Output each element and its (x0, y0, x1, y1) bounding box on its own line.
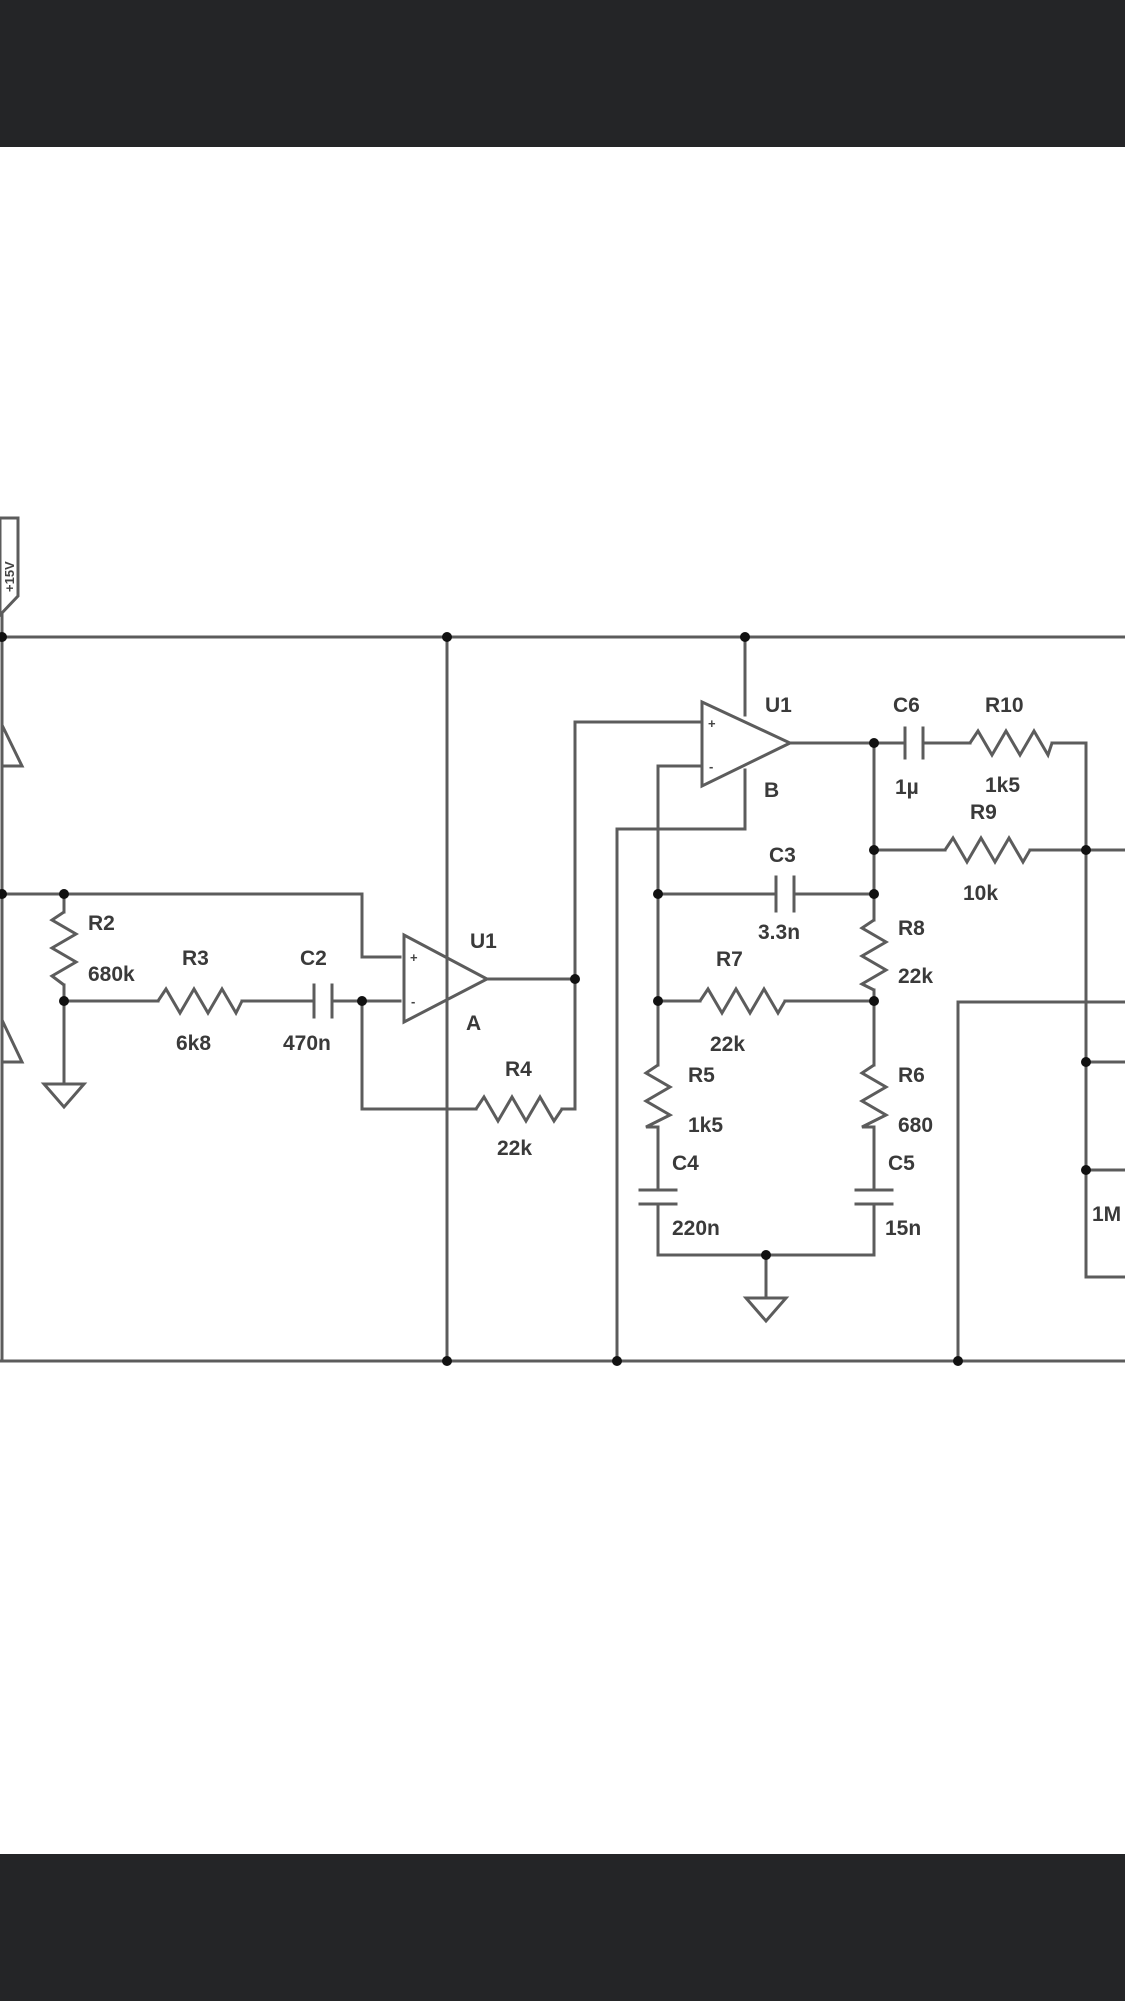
c3-ref: C3 (769, 844, 796, 867)
u1a-opamp-icon: + - (402, 932, 491, 1025)
r10-value: 1k5 (985, 774, 1020, 797)
c3-capacitor-icon (774, 875, 796, 913)
c4-capacitor-icon (638, 1188, 678, 1206)
r2-ref: R2 (88, 912, 115, 935)
svg-text:+15V: +15V (2, 561, 17, 592)
r9-value: 10k (963, 882, 998, 905)
r7-resistor-icon (698, 986, 787, 1016)
ground-icon-filter (742, 1296, 790, 1324)
r3-value: 6k8 (176, 1032, 211, 1055)
c2-value: 470n (283, 1032, 331, 1055)
r4-resistor-icon (474, 1094, 564, 1124)
partial-value-label: 1M (1092, 1203, 1121, 1226)
c4-ref: C4 (672, 1152, 699, 1175)
r10-ref: R10 (985, 694, 1024, 717)
r6-ref: R6 (898, 1064, 925, 1087)
c2-capacitor-icon (312, 983, 334, 1019)
c6-capacitor-icon (903, 726, 925, 760)
c3-value: 3.3n (758, 921, 800, 944)
r8-value: 22k (898, 965, 933, 988)
supply-flag: +15V (0, 516, 20, 618)
r6-value: 680 (898, 1114, 933, 1137)
ground-icon (40, 1082, 88, 1110)
r2-value: 680k (88, 963, 135, 986)
wires (0, 613, 1125, 1363)
u1b-opamp-icon: + - (700, 699, 794, 789)
r3-ref: R3 (182, 947, 209, 970)
r8-ref: R8 (898, 917, 925, 940)
junction-dots (0, 632, 1091, 1366)
r2-resistor-icon (49, 910, 79, 987)
r5-value: 1k5 (688, 1114, 723, 1137)
c5-ref: C5 (888, 1152, 915, 1175)
r7-ref: R7 (716, 948, 743, 971)
diode-partial-bottom-icon (0, 1018, 25, 1064)
r5-resistor-icon (643, 1063, 674, 1129)
r6-resistor-icon (859, 1063, 890, 1129)
svg-text:+: + (708, 716, 716, 731)
c5-value: 15n (885, 1217, 921, 1240)
bottom-dark-bar (0, 1854, 1125, 2001)
c5-capacitor-icon (854, 1188, 894, 1206)
r8-resistor-icon (858, 918, 889, 992)
r4-value: 22k (497, 1137, 532, 1160)
svg-text:+: + (410, 950, 418, 965)
u1b-ref: U1 (765, 694, 792, 717)
u1a-section: A (466, 1012, 481, 1035)
r3-resistor-icon (156, 986, 244, 1017)
svg-text:-: - (709, 759, 713, 774)
r9-ref: R9 (970, 801, 997, 824)
c2-ref: C2 (300, 947, 327, 970)
c6-value: 1µ (895, 776, 919, 799)
top-dark-bar (0, 0, 1125, 147)
svg-text:-: - (411, 994, 415, 1009)
r4-ref: R4 (505, 1058, 532, 1081)
r5-ref: R5 (688, 1064, 715, 1087)
c4-value: 220n (672, 1217, 720, 1240)
u1a-ref: U1 (470, 930, 497, 953)
u1b-section: B (764, 779, 779, 802)
r9-resistor-icon (943, 835, 1032, 865)
diode-partial-top-icon (0, 723, 25, 768)
r10-resistor-icon (968, 728, 1054, 759)
c6-ref: C6 (893, 694, 920, 717)
r7-value: 22k (710, 1033, 745, 1056)
